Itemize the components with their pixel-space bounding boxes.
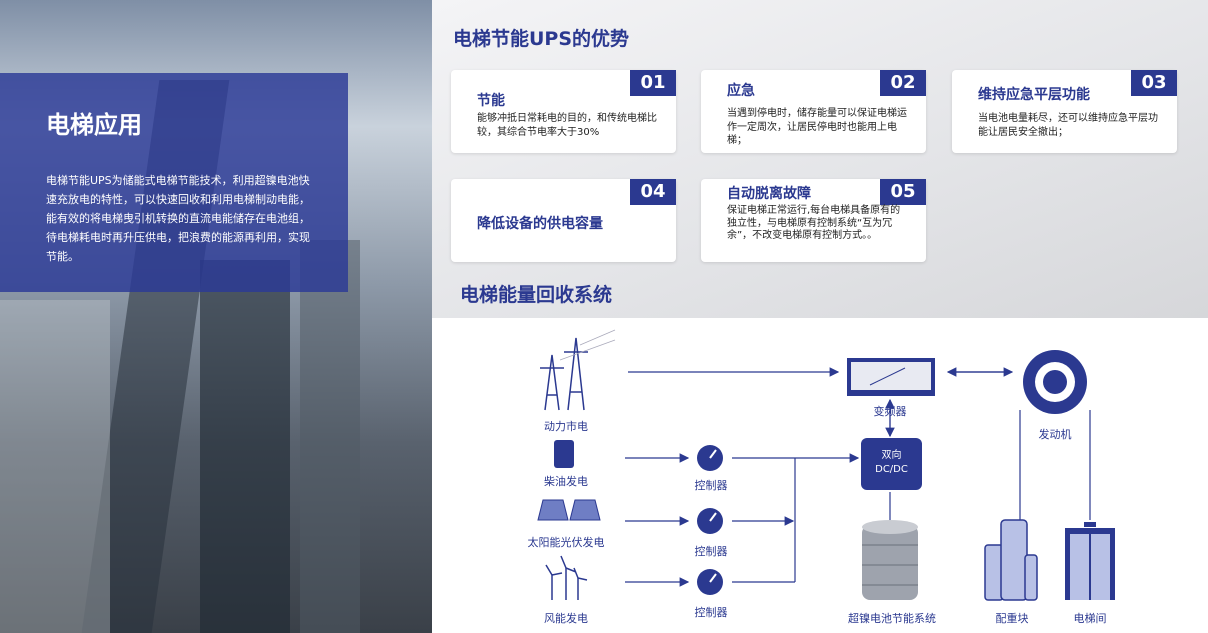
counterweight-icon [984, 519, 1038, 601]
card-desc: 当电池电量耗尽，还可以维持应急平层功能让居民安全撤出； [978, 113, 1158, 138]
card-title: 维持应急平层功能 [978, 87, 1090, 103]
inverter-meter-icon [847, 358, 935, 396]
intro-title: 电梯应用 [46, 111, 142, 139]
advantage-card: 04 降低设备的供电容量 [451, 179, 676, 262]
fuel-can-icon [554, 440, 574, 468]
advantage-card: 01 节能 能够冲抵日常耗电的目的，和传统电梯比较，其综合节电率大于30% [451, 70, 676, 153]
card-title: 自动脱离故障 [727, 186, 811, 202]
card-title: 降低设备的供电容量 [477, 216, 603, 232]
card-title: 节能 [477, 93, 505, 109]
card-number: 03 [1131, 70, 1177, 96]
label-controller: 控制器 [694, 479, 728, 492]
system-title: 电梯能量回收系统 [460, 284, 613, 306]
label-grid: 动力市电 [544, 420, 588, 433]
label-solar: 太阳能光伏发电 [527, 536, 605, 549]
label-controller: 控制器 [694, 545, 728, 558]
label-wind: 风能发电 [544, 612, 588, 625]
advantages-section [432, 0, 1208, 318]
advantage-card: 05 自动脱离故障 保证电梯正常运行,每台电梯具备原有的独立性，与电梯原有控制系… [701, 179, 926, 262]
dcdc-converter: 双向 DC/DC [861, 438, 922, 490]
label-motor: 发动机 [1038, 428, 1072, 441]
advantages-title: 电梯节能UPS的优势 [453, 28, 630, 50]
label-diesel: 柴油发电 [544, 475, 588, 488]
battery-icon [862, 520, 918, 600]
label-counterweight: 配重块 [995, 612, 1029, 625]
motor-gear-icon [1023, 350, 1087, 414]
label-inverter: 变频器 [873, 405, 907, 418]
card-desc: 保证电梯正常运行,每台电梯具备原有的独立性，与电梯原有控制系统“互为冗余”，不改… [727, 205, 901, 241]
label-controller: 控制器 [694, 606, 728, 619]
intro-panel: 电梯应用 电梯节能UPS为储能式电梯节能技术，利用超镍电池快速充放电的特性，可以… [0, 73, 348, 292]
card-number: 01 [630, 70, 676, 96]
controller-icon [697, 445, 723, 595]
elevator-cab-icon [1065, 522, 1115, 600]
card-number: 02 [880, 70, 926, 96]
dcdc-label-1: 双向 [881, 450, 902, 461]
card-desc: 当遇到停电时，储存能量可以保证电梯运作一定周次，让居民停电时也能用上电梯； [727, 108, 907, 146]
advantage-card: 02 应急 当遇到停电时，储存能量可以保证电梯运作一定周次，让居民停电时也能用上… [701, 70, 926, 153]
intro-body: 电梯节能UPS为储能式电梯节能技术，利用超镍电池快速充放电的特性，可以快速回收和… [46, 174, 310, 263]
power-tower-icon [540, 329, 616, 411]
card-title: 应急 [727, 83, 755, 99]
advantage-card: 03 维持应急平层功能 当电池电量耗尽，还可以维持应急平层功能让居民安全撤出； [952, 70, 1177, 153]
wind-turbine-icon [545, 555, 588, 600]
card-desc: 能够冲抵日常耗电的目的，和传统电梯比较，其综合节电率大于30% [477, 113, 657, 138]
label-battery: 超镍电池节能系统 [848, 612, 936, 625]
label-cab: 电梯间 [1073, 612, 1107, 625]
card-number: 04 [630, 179, 676, 205]
card-number: 05 [880, 179, 926, 205]
dcdc-label-2: DC/DC [875, 464, 908, 475]
solar-panel-icon [537, 499, 601, 521]
